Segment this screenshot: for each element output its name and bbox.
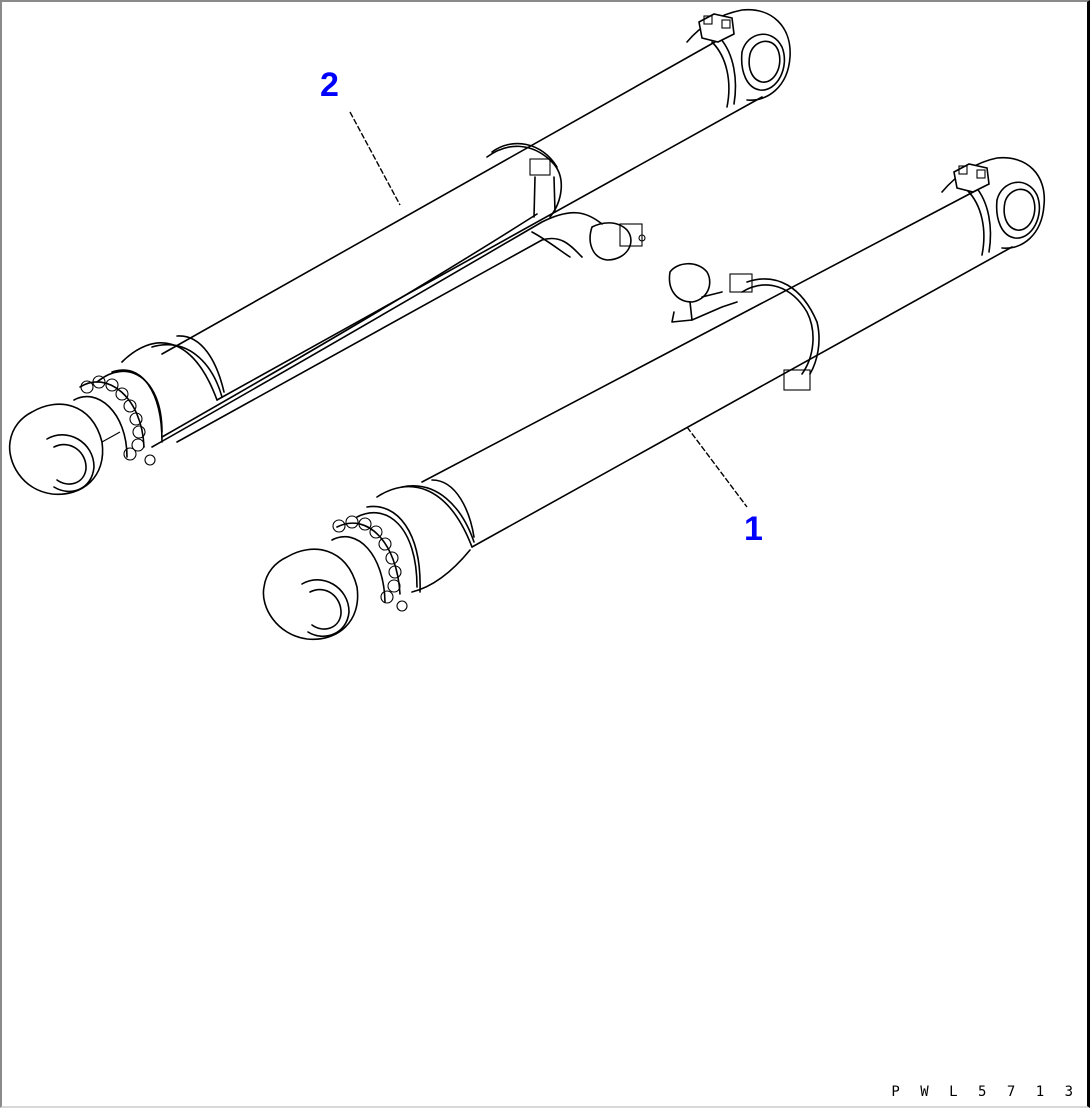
leader-line-1 (686, 426, 748, 508)
cylinder-1-clamp (729, 273, 820, 391)
callout-2[interactable]: 2 (320, 66, 339, 104)
cylinder-1-bolt-ring (331, 515, 408, 612)
cylinder-2-bolt-ring (73, 375, 156, 466)
cylinder-2-bottom-eye (686, 8, 791, 108)
cylinder-2-rod-eye (8, 403, 121, 496)
callout-1[interactable]: 1 (744, 510, 763, 548)
cylinder-2 (8, 8, 791, 496)
cylinder-1 (262, 156, 1046, 641)
cylinder-1-bottom-eye (941, 156, 1046, 256)
cylinder-1-rod-eye (262, 548, 359, 641)
leader-line-2 (349, 111, 401, 206)
figure-code: P W L 5 7 1 3 (891, 1084, 1079, 1100)
cylinder-2-clamp (486, 142, 563, 218)
cylinder-1-fitting (668, 262, 738, 323)
cylinder-2-hose (151, 211, 646, 448)
